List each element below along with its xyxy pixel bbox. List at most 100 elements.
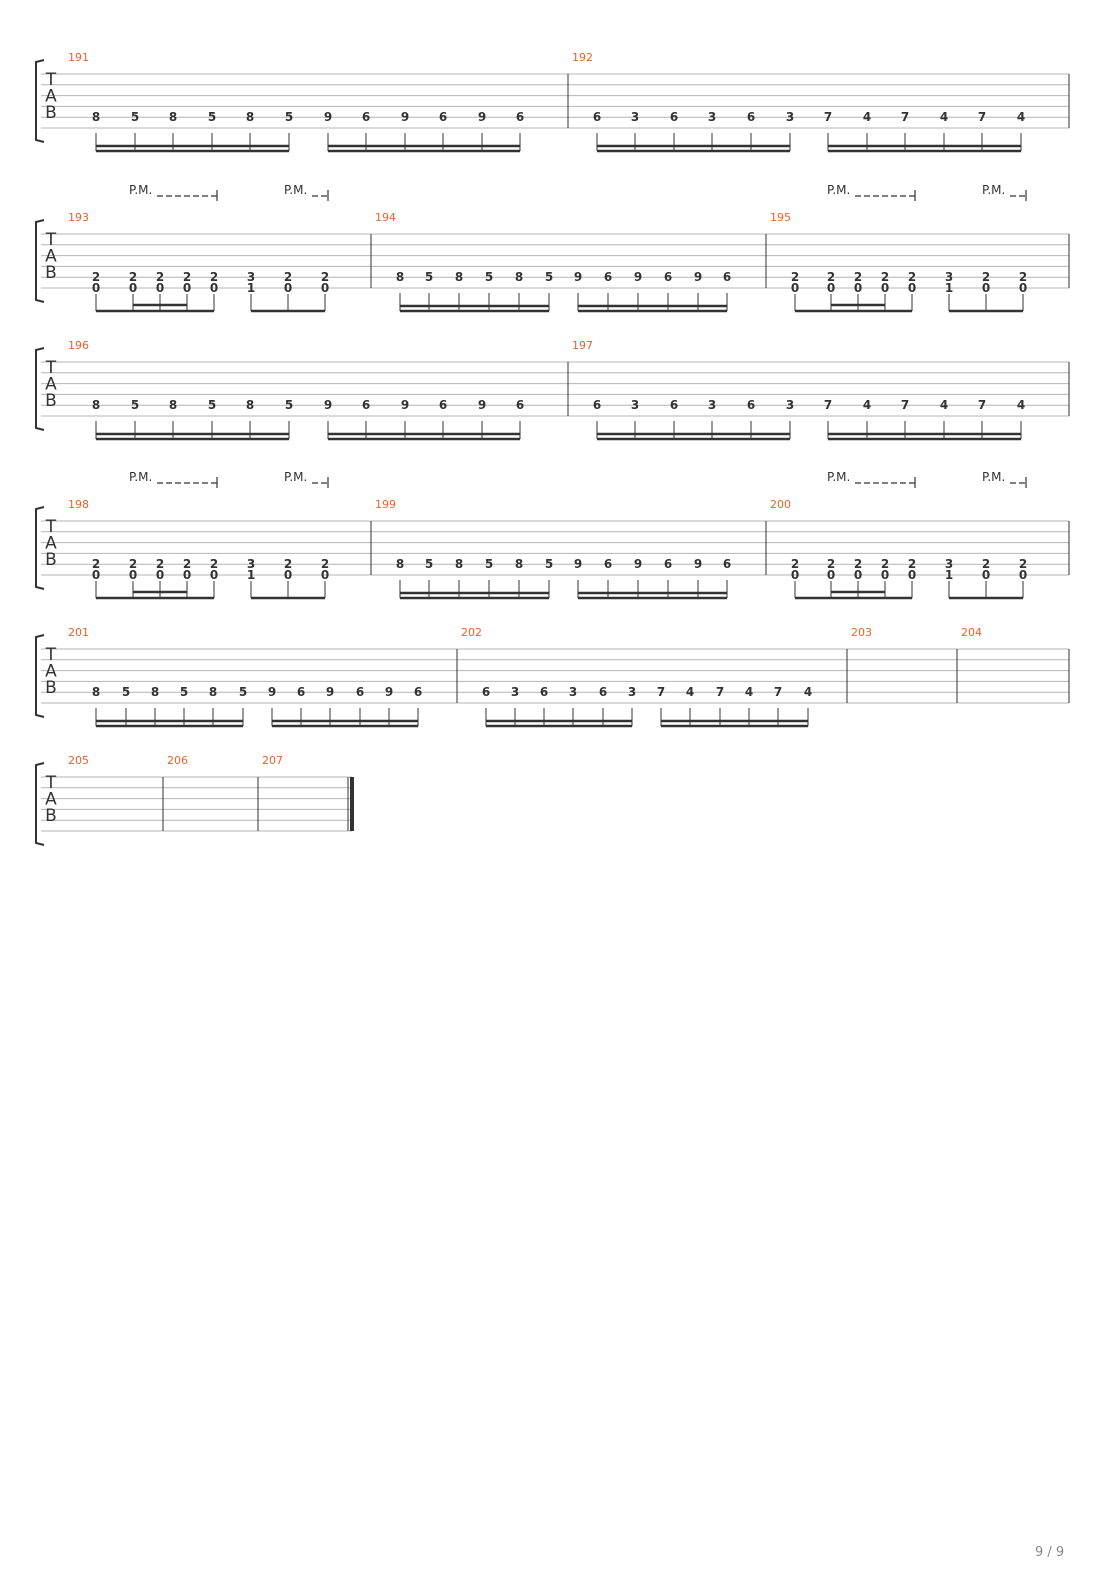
tab-clef-letter: T — [45, 70, 57, 90]
system-bracket — [35, 59, 45, 143]
fret-number: 3 — [569, 685, 577, 699]
fret-number: 7 — [901, 398, 909, 412]
fret-number: 6 — [516, 110, 524, 124]
fret-number: 6 — [297, 685, 305, 699]
fret-number: 9 — [574, 557, 582, 571]
fret-number: 2 — [156, 270, 164, 284]
fret-number: 2 — [156, 557, 164, 571]
palm-mute-label: P.M. — [129, 470, 152, 484]
fret-number: 8 — [92, 398, 100, 412]
system-bracket — [35, 219, 45, 303]
fret-number: 6 — [362, 398, 370, 412]
fret-number: 8 — [151, 685, 159, 699]
fret-number: 0 — [321, 281, 329, 295]
system-bracket — [35, 506, 45, 590]
fret-number: 6 — [723, 557, 731, 571]
fret-number: 2 — [881, 270, 889, 284]
fret-number: 8 — [169, 398, 177, 412]
fret-number: 5 — [180, 685, 188, 699]
fret-number: 9 — [401, 398, 409, 412]
fret-number: 9 — [401, 110, 409, 124]
tab-clef-letter: T — [45, 645, 57, 665]
palm-mute-label: P.M. — [982, 470, 1005, 484]
fret-number: 0 — [129, 568, 137, 582]
fret-number: 4 — [686, 685, 694, 699]
fret-number: 0 — [92, 568, 100, 582]
measure-number: 192 — [572, 51, 593, 64]
fret-number: 9 — [634, 557, 642, 571]
fret-number: 3 — [247, 557, 255, 571]
fret-number: 3 — [786, 110, 794, 124]
fret-number: 2 — [1019, 557, 1027, 571]
tab-clef-letter: B — [45, 103, 57, 123]
fret-number: 9 — [478, 398, 486, 412]
fret-number: 2 — [321, 270, 329, 284]
fret-number: 8 — [169, 110, 177, 124]
measure-number: 204 — [961, 626, 982, 639]
fret-number: 4 — [863, 110, 871, 124]
fret-number: 9 — [574, 270, 582, 284]
fret-number: 0 — [183, 281, 191, 295]
fret-number: 6 — [439, 110, 447, 124]
fret-number: 9 — [324, 398, 332, 412]
fret-number: 3 — [945, 557, 953, 571]
fret-number: 1 — [945, 568, 953, 582]
fret-number: 8 — [455, 270, 463, 284]
measure-number: 201 — [68, 626, 89, 639]
fret-number: 2 — [908, 557, 916, 571]
fret-number: 2 — [854, 557, 862, 571]
fret-number: 2 — [183, 557, 191, 571]
fret-number: 8 — [209, 685, 217, 699]
fret-number: 9 — [385, 685, 393, 699]
measure-number: 195 — [770, 211, 791, 224]
tab-clef-letter: B — [45, 806, 57, 826]
fret-number: 0 — [982, 281, 990, 295]
palm-mute-label: P.M. — [284, 183, 307, 197]
fret-number: 2 — [1019, 270, 1027, 284]
tab-clef-letter: A — [45, 534, 57, 554]
fret-number: 3 — [945, 270, 953, 284]
fret-number: 8 — [92, 110, 100, 124]
fret-number: 2 — [129, 270, 137, 284]
fret-number: 7 — [774, 685, 782, 699]
fret-number: 7 — [824, 398, 832, 412]
fret-number: 4 — [863, 398, 871, 412]
fret-number: 6 — [664, 557, 672, 571]
fret-number: 4 — [745, 685, 753, 699]
fret-number: 0 — [92, 281, 100, 295]
measure-number: 203 — [851, 626, 872, 639]
fret-number: 6 — [540, 685, 548, 699]
fret-number: 0 — [129, 281, 137, 295]
measure-number: 205 — [68, 754, 89, 767]
fret-number: 3 — [628, 685, 636, 699]
measure-number: 197 — [572, 339, 593, 352]
fret-number: 2 — [881, 557, 889, 571]
fret-number: 0 — [183, 568, 191, 582]
fret-number: 7 — [901, 110, 909, 124]
fret-number: 5 — [122, 685, 130, 699]
fret-number: 2 — [321, 557, 329, 571]
fret-number: 2 — [210, 557, 218, 571]
fret-number: 2 — [908, 270, 916, 284]
fret-number: 0 — [881, 281, 889, 295]
fret-number: 5 — [485, 557, 493, 571]
fret-number: 6 — [747, 398, 755, 412]
measure-number: 198 — [68, 498, 89, 511]
fret-number: 3 — [708, 398, 716, 412]
fret-number: 4 — [1017, 110, 1025, 124]
fret-number: 2 — [982, 270, 990, 284]
fret-number: 0 — [881, 568, 889, 582]
system-bracket — [35, 347, 45, 431]
fret-number: 0 — [791, 568, 799, 582]
fret-number: 3 — [247, 270, 255, 284]
measure-number: 206 — [167, 754, 188, 767]
fret-number: 0 — [791, 281, 799, 295]
fret-number: 5 — [131, 110, 139, 124]
fret-number: 4 — [940, 398, 948, 412]
tab-clef-letter: T — [45, 773, 57, 793]
fret-number: 2 — [210, 270, 218, 284]
palm-mute-label: P.M. — [827, 470, 850, 484]
tab-clef-letter: B — [45, 391, 57, 411]
fret-number: 9 — [326, 685, 334, 699]
